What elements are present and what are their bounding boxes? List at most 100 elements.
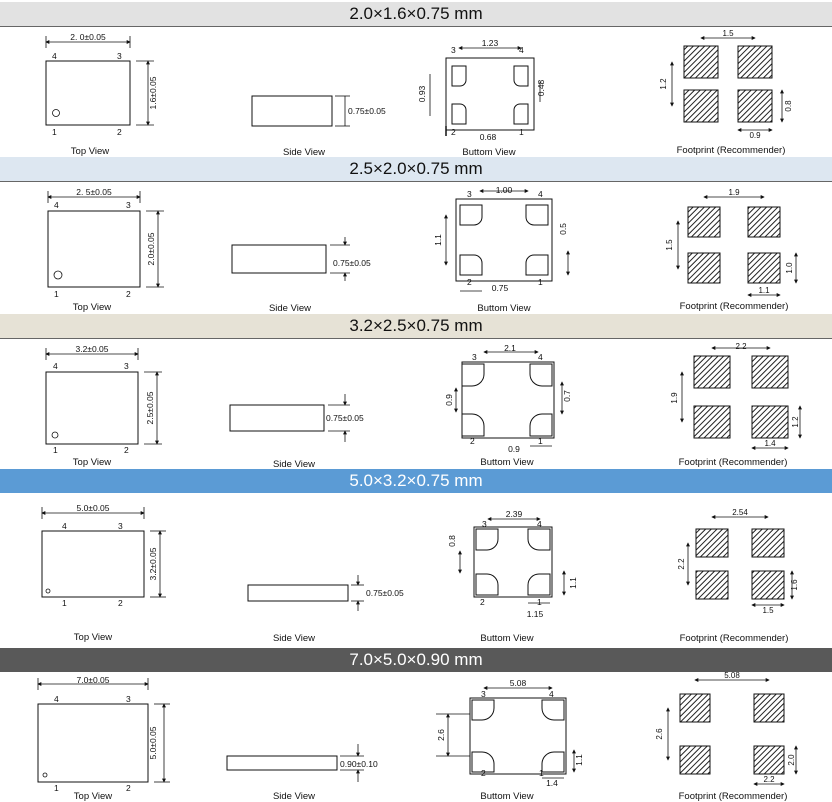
pin-label: 1: [538, 277, 543, 287]
top-view-label: Top View: [74, 632, 113, 643]
pin-label: 4: [549, 689, 554, 699]
bottom-view: 2.1 0.9 0.7 0.9 3 4 2 1 Buttom View: [444, 343, 572, 468]
pin-label: 1: [538, 436, 543, 446]
footprint-pitch-dim: 2.2: [735, 342, 747, 351]
top-view: 5.0±0.05 3.2±0.05 4 3 1 2 Top View: [41, 503, 166, 643]
bottom-view-label: Buttom View: [480, 791, 533, 802]
section-header: 7.0×5.0×0.90 mm: [0, 648, 832, 672]
pin-label: 2: [117, 127, 122, 137]
side-view: 0.75±0.05 Side View: [251, 95, 386, 156]
pin-label: 1: [537, 597, 542, 607]
top-view: 3.2±0.05 2.5±0.05 4 3 1 2 Top View: [45, 344, 162, 468]
bottom-view: 2.39 0.8 1.1 1.15 3 4 2 1 Buttom View: [447, 509, 578, 644]
pin-label: 4: [519, 45, 524, 55]
footprint-pitch-dim: 1.9: [728, 188, 740, 197]
bottom-pitch-dim: 1.23: [482, 38, 499, 48]
top-width-dim: 3.2±0.05: [75, 344, 108, 354]
footprint-height-dim: 1.5: [665, 239, 674, 251]
bottom-pad-width-dim: 1.4: [546, 778, 558, 788]
bottom-pad-width-dim: 0.9: [508, 444, 520, 454]
side-thickness-dim: 0.75±0.05: [333, 258, 371, 268]
footprint-height-dim: 1.9: [670, 392, 679, 404]
bottom-pad-dim: 0.48: [536, 79, 546, 96]
bottom-pad-dim: 1.1: [568, 577, 578, 589]
pin-label: 4: [53, 361, 58, 371]
side-view: 0.90±0.10 Side View: [226, 744, 378, 802]
pin-label: 3: [124, 361, 129, 371]
pin-label: 3: [126, 694, 131, 704]
footprint-pad-w-dim: 2.2: [763, 775, 775, 784]
bottom-pad-width-dim: 0.68: [480, 132, 497, 142]
pin-label: 2: [451, 127, 456, 137]
footprint-view: 2.2 1.9 1.2 1.4 Footprint (Recommender): [670, 342, 802, 468]
pin-label: 1: [519, 127, 524, 137]
top-view: 2. 0±0.05 1.6±0.05 4 3 1 2 Top View: [45, 32, 158, 156]
footprint-pad-h-dim: 0.8: [784, 100, 793, 112]
pin-label: 1: [539, 768, 544, 778]
pin-label: 4: [537, 519, 542, 529]
pin-label: 3: [481, 689, 486, 699]
bottom-view-label: Buttom View: [462, 147, 515, 156]
footprint-view: 1.5 1.2 0.8 0.9 Footprint (Recommender): [659, 29, 793, 156]
section-drawings: 2. 5±0.05 2.0±0.05 4 3 1 2 Top View 0.75…: [0, 181, 832, 313]
side-view-label: Side View: [283, 147, 325, 156]
footprint-label: Footprint (Recommender): [679, 791, 788, 802]
pin-label: 4: [62, 521, 67, 531]
side-thickness-dim: 0.75±0.05: [326, 413, 364, 423]
top-view-label: Top View: [74, 791, 113, 802]
pin-label: 2: [470, 436, 475, 446]
bottom-height-dim: 2.6: [436, 729, 446, 741]
pin-label: 1: [62, 598, 67, 608]
bottom-pad-width-dim: 1.15: [527, 609, 544, 619]
footprint-view: 1.9 1.5 1.0 1.1 Footprint (Recommender): [665, 188, 798, 312]
section-header: 5.0×3.2×0.75 mm: [0, 469, 832, 493]
bottom-view-label: Buttom View: [477, 303, 530, 313]
footprint-label: Footprint (Recommender): [680, 301, 789, 312]
bottom-height-dim: 0.9: [444, 394, 454, 406]
pin-label: 2: [480, 597, 485, 607]
pin-label: 4: [52, 51, 57, 61]
top-height-dim: 1.6±0.05: [148, 76, 158, 109]
pin-label: 3: [482, 519, 487, 529]
top-view-label: Top View: [73, 302, 112, 313]
top-view: 2. 5±0.05 2.0±0.05 4 3 1 2 Top View: [47, 187, 164, 313]
bottom-pad-dim: 1.1: [574, 754, 584, 766]
bottom-view-label: Buttom View: [480, 457, 533, 468]
side-thickness-dim: 0.75±0.05: [348, 106, 386, 116]
bottom-pitch-dim: 2.1: [504, 343, 516, 353]
pin-label: 4: [54, 200, 59, 210]
pin-label: 2: [481, 768, 486, 778]
bottom-height-dim: 0.8: [447, 535, 457, 547]
section-drawings: 5.0±0.05 3.2±0.05 4 3 1 2 Top View 0.75±…: [41, 503, 799, 644]
pin-label: 2: [467, 277, 472, 287]
top-height-dim: 2.5±0.05: [145, 391, 155, 424]
section-header: 2.5×2.0×0.75 mm: [0, 157, 832, 181]
footprint-pad-h-dim: 1.0: [785, 262, 794, 274]
top-width-dim: 5.0±0.05: [76, 503, 109, 513]
bottom-view: 5.08 2.6 1.1 1.4 3 4 2 1 Buttom View: [436, 678, 584, 802]
side-thickness-dim: 0.75±0.05: [366, 588, 404, 598]
pin-label: 4: [54, 694, 59, 704]
top-width-dim: 2. 5±0.05: [76, 187, 112, 197]
footprint-pad-w-dim: 0.9: [749, 131, 761, 140]
section-header: 2.0×1.6×0.75 mm: [0, 2, 832, 26]
pin-label: 3: [118, 521, 123, 531]
bottom-pitch-dim: 1.00: [496, 185, 513, 195]
footprint-view: 5.08 2.6 2.0 2.2 Footprint (Recommender): [655, 672, 798, 802]
footprint-pad-h-dim: 1.6: [790, 579, 799, 591]
top-view-label: Top View: [73, 457, 112, 468]
top-height-dim: 3.2±0.05: [148, 547, 158, 580]
section-header: 3.2×2.5×0.75 mm: [0, 314, 832, 338]
pin-label: 1: [54, 289, 59, 299]
bottom-view-label: Buttom View: [480, 633, 533, 644]
footprint-pad-w-dim: 1.5: [762, 606, 774, 615]
side-view-label: Side View: [273, 459, 315, 468]
top-width-dim: 7.0±0.05: [76, 675, 109, 685]
footprint-label: Footprint (Recommender): [679, 457, 788, 468]
pin-label: 3: [451, 45, 456, 55]
pin-label: 2: [126, 783, 131, 793]
pin-label: 2: [126, 289, 131, 299]
top-height-dim: 5.0±0.05: [148, 726, 158, 759]
footprint-height-dim: 2.6: [655, 728, 664, 740]
pin-label: 1: [52, 127, 57, 137]
